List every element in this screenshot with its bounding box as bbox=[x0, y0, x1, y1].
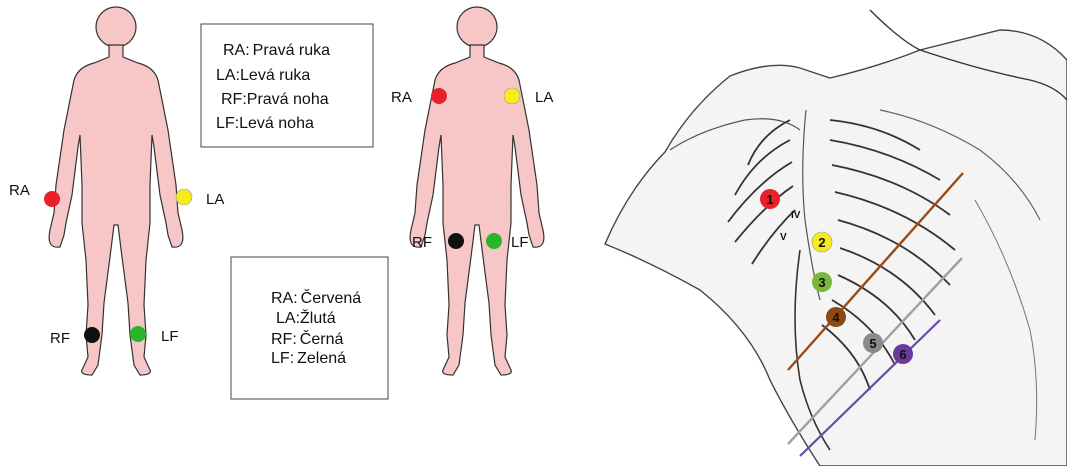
electrode-lf-left bbox=[130, 326, 146, 342]
body-silhouette-left bbox=[49, 7, 183, 375]
electrode-ra-torso bbox=[431, 88, 447, 104]
legend-line: LA:Žlutá bbox=[276, 308, 336, 327]
electrode-rf-torso bbox=[448, 233, 464, 249]
label-la-torso: LA bbox=[535, 89, 553, 106]
label-rf-torso: RF bbox=[412, 234, 432, 251]
legend-line: LF:Zelená bbox=[271, 350, 346, 367]
limb-lead-figure: RA LA RF LF bbox=[9, 7, 224, 375]
label-lf-torso: LF bbox=[511, 234, 529, 251]
electrode-v3-label: 3 bbox=[818, 275, 825, 290]
electrode-v4-label: 4 bbox=[832, 310, 840, 325]
electrode-v6-label: 6 bbox=[899, 347, 906, 362]
electrode-lf-torso bbox=[486, 233, 502, 249]
label-intercostal-iv: IV bbox=[791, 210, 801, 221]
label-intercostal-v: V bbox=[780, 232, 787, 243]
body-silhouette-right bbox=[410, 7, 544, 375]
legend-line: RF:Černá bbox=[271, 329, 343, 348]
label-lf-left: LF bbox=[161, 328, 179, 345]
electrode-la-left bbox=[176, 189, 192, 205]
legend-line: LA:Levá ruka bbox=[216, 67, 310, 84]
electrode-v5-label: 5 bbox=[869, 336, 876, 351]
electrode-v1-label: 1 bbox=[766, 192, 773, 207]
legend-line: RA:Červená bbox=[271, 288, 361, 307]
electrode-la-torso bbox=[504, 88, 520, 104]
chest-outline bbox=[605, 30, 1067, 466]
electrode-ra-left bbox=[44, 191, 60, 207]
label-rf-left: RF bbox=[50, 330, 70, 347]
legend-box-colors bbox=[231, 257, 388, 399]
legend-electrode-names: RA:Pravá ruka LA:Levá ruka RF:Pravá noha… bbox=[201, 24, 373, 147]
legend-line: LF:Levá noha bbox=[216, 115, 314, 132]
label-ra-left: RA bbox=[9, 182, 30, 199]
chest-drawing: IV V 1 2 3 4 5 6 bbox=[605, 10, 1067, 466]
legend-line: RF:Pravá noha bbox=[221, 91, 329, 108]
electrode-rf-left bbox=[84, 327, 100, 343]
label-la-left: LA bbox=[206, 191, 224, 208]
legend-line: RA:Pravá ruka bbox=[223, 42, 330, 59]
torso-lead-figure: RA LA RF LF bbox=[391, 7, 553, 375]
electrode-v2-label: 2 bbox=[818, 235, 825, 250]
legend-electrode-colors: RA:Červená LA:Žlutá RF:Černá LF:Zelená bbox=[231, 257, 388, 399]
label-ra-torso: RA bbox=[391, 89, 412, 106]
